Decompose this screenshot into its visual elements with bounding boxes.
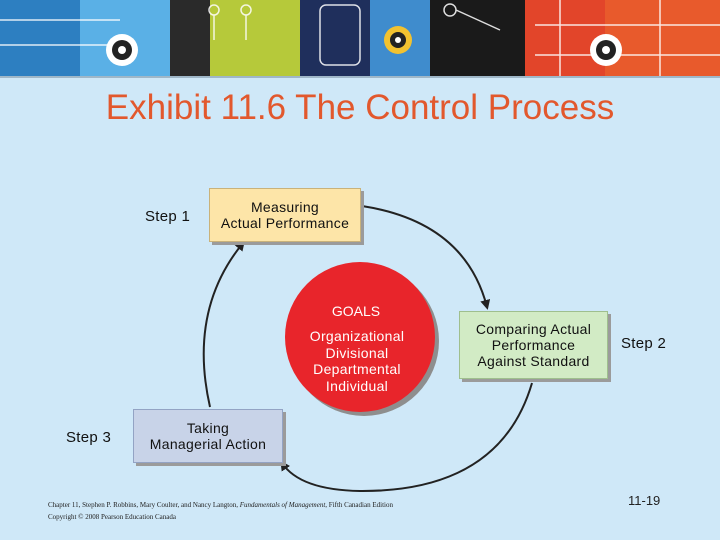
page-number: 11-19: [628, 493, 661, 508]
comparing-performance-box: Comparing Actual Performance Against Sta…: [459, 311, 608, 379]
managerial-action-text: Taking Managerial Action: [149, 420, 267, 452]
target-icon: [384, 26, 412, 54]
target-icon: [106, 34, 138, 66]
goal-organizational: Organizational: [309, 328, 405, 344]
arrow-step3-to-step1: [202, 240, 245, 408]
goal-individual: Individual: [325, 377, 389, 394]
step-1-label: Step 1: [145, 208, 191, 225]
citation-book-title: Fundamentals of Management: [239, 501, 326, 509]
arrow-step1-to-step2: [361, 205, 491, 310]
comparing-performance-text: Comparing Actual Performance Against Sta…: [475, 321, 592, 369]
slide-title: Exhibit 11.6 The Control Process: [105, 88, 615, 127]
goals-title: GOALS: [331, 303, 381, 319]
target-icon: [590, 34, 622, 66]
goal-divisional: Divisional: [325, 344, 389, 361]
decorative-banner: [0, 0, 720, 78]
banner-art: [0, 0, 720, 78]
measuring-performance-text: Measuring Actual Performance: [220, 199, 350, 231]
copyright-text: Copyright © 2008 Pearson Education Canad…: [48, 513, 176, 521]
goals-circle: [285, 262, 435, 412]
managerial-action-box: Taking Managerial Action: [133, 409, 283, 463]
citation-start: Chapter 11, Stephen P. Robbins, Mary Cou…: [48, 501, 240, 509]
footer-citation: Chapter 11, Stephen P. Robbins, Mary Cou…: [48, 499, 393, 523]
measuring-performance-box: Measuring Actual Performance: [209, 188, 361, 242]
goals-list: Organizational Divisional Departmental I…: [285, 328, 429, 394]
arrow-step2-to-step3: [280, 382, 533, 493]
citation-end: , Fifth Canadian Edition: [325, 501, 393, 509]
step-3-label: Step 3: [66, 429, 112, 446]
goal-departmental: Departmental: [313, 361, 401, 377]
step-2-label: Step 2: [621, 335, 667, 352]
